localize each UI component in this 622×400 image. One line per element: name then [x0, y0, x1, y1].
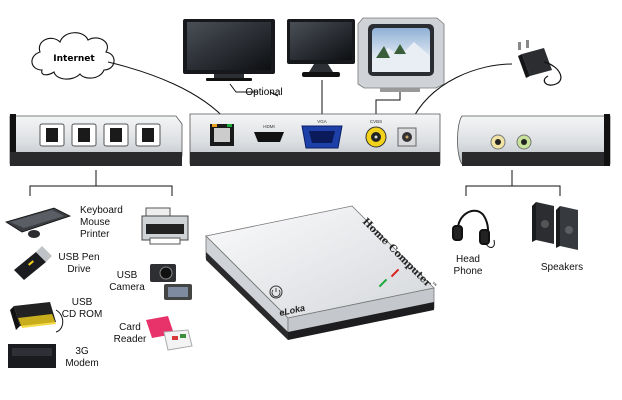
- device-trademark: ™: [429, 281, 438, 290]
- keyboard-icon: [5, 207, 72, 233]
- usb-port-1: [46, 128, 58, 142]
- connection-lines: [107, 61, 513, 125]
- internet-cloud: Internet: [31, 32, 115, 80]
- home-computer-device: Home Computer™ eLoka: [205, 205, 438, 340]
- vga-port-label: VGA: [317, 119, 327, 124]
- usb-cd-rom-icon: [10, 302, 64, 333]
- printer-label: Printer: [80, 229, 110, 240]
- cvbs-port-label: CVBS: [370, 119, 382, 124]
- internet-to-ethernet-connector: [107, 61, 229, 123]
- mouse-label: Mouse: [80, 217, 111, 228]
- printer-icon: [141, 207, 189, 245]
- red-led: [390, 268, 400, 278]
- hdmi-optional-connector: [269, 91, 279, 97]
- ethernet-port-icon: [210, 124, 234, 146]
- audio-bracket: [465, 170, 561, 196]
- monitor-icon: [287, 19, 355, 77]
- usb-pen-drive-icon: [14, 246, 52, 280]
- green-led: [378, 278, 388, 288]
- 3g-modem-icon: [8, 344, 56, 368]
- hdmi-port-label: HDMI: [263, 124, 275, 129]
- keyboard-mouse-printer-label: Keyboard Mouse Printer: [80, 205, 123, 241]
- power-adapter-icon: [518, 40, 562, 86]
- device-rear-panel: HDMI VGA CVBS: [189, 113, 441, 166]
- cvbs-port-icon: CVBS: [365, 119, 387, 148]
- keyboard-label: Keyboard: [80, 205, 123, 216]
- internet-label: Internet: [53, 54, 95, 64]
- 3g-modem-label: 3G Modem: [65, 346, 99, 369]
- speakers-label: Speakers: [540, 262, 584, 273]
- lcd-tv-to-hdmi-connector: [229, 83, 258, 93]
- vga-port-icon: VGA: [301, 119, 343, 149]
- usb-pen-drive-label: USB Pen Drive: [58, 252, 100, 275]
- usb-bracket: [29, 170, 173, 196]
- usb-camera-label: USB Camera: [109, 270, 145, 293]
- usb-port-4: [142, 128, 154, 142]
- adapter-to-dc-in-connector: [409, 63, 513, 125]
- crt-to-cvbs-connector: [373, 92, 401, 125]
- optional-label: Optional: [245, 87, 282, 98]
- device-right-side-panel: [457, 114, 611, 166]
- card-reader-icon: [146, 316, 193, 351]
- head-phone-label: Head Phone: [453, 254, 483, 277]
- usb-cd-rom-label: USB CD ROM: [61, 297, 103, 320]
- speaker-jack-icon: [516, 134, 532, 150]
- device-left-side-panel: [9, 114, 183, 166]
- speakers-icon: [532, 202, 578, 250]
- hdmi-port-icon: HDMI: [254, 124, 284, 142]
- usb-port-2: [78, 128, 90, 142]
- usb-camera-icon: [150, 264, 192, 300]
- card-reader-label: Card Reader: [113, 322, 147, 345]
- mouse-icon: [28, 230, 40, 238]
- dc-in-port-icon: [397, 127, 417, 147]
- crt-tv-icon: [357, 17, 445, 92]
- bracket-lines: [29, 170, 561, 196]
- headphone-jack-icon: [490, 134, 506, 150]
- headphone-icon: [452, 209, 495, 248]
- usb-port-3: [110, 128, 122, 142]
- lcd-tv-icon: [183, 19, 275, 81]
